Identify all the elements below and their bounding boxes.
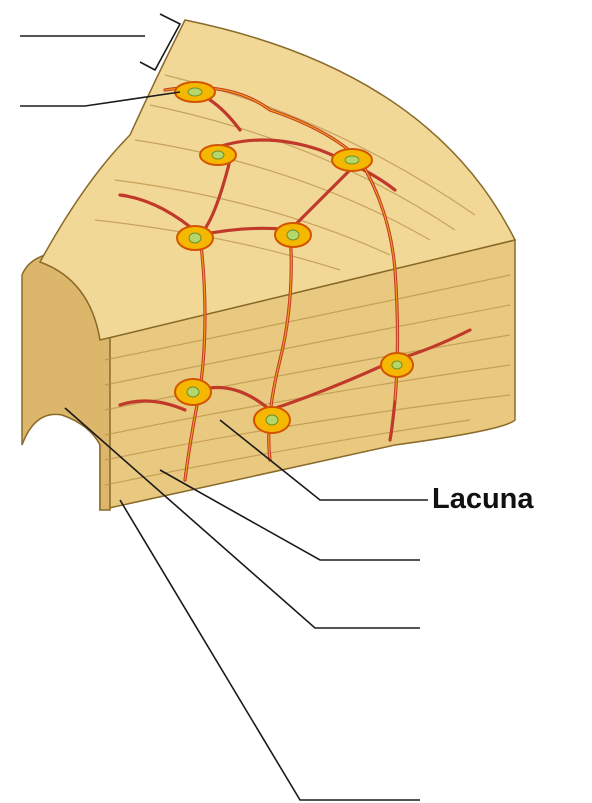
- osteocyte-6: [175, 379, 211, 405]
- osteocyte-2: [200, 145, 236, 165]
- lacuna-label: Lacuna: [432, 483, 534, 516]
- osteocyte-4: [177, 226, 213, 250]
- leader-line-6: [120, 500, 420, 800]
- osteocyte-5: [275, 223, 311, 247]
- osteocyte-7: [254, 407, 290, 433]
- osteocyte-1: [175, 82, 215, 102]
- osteocyte-8: [381, 353, 413, 377]
- osteocyte-3: [332, 149, 372, 171]
